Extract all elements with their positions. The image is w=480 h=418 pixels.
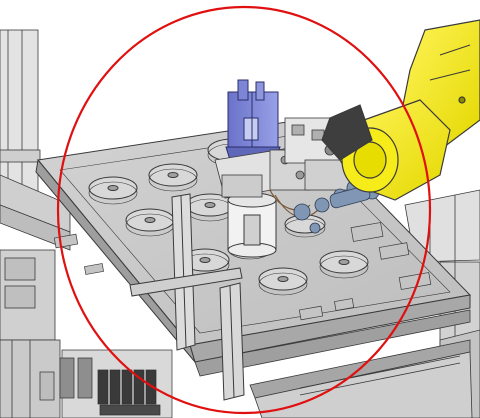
highlight-ellipse bbox=[56, 5, 432, 415]
front-posts bbox=[129, 193, 245, 401]
blue-gripper bbox=[225, 79, 281, 161]
disc-pallet bbox=[185, 193, 235, 222]
disc-pallet bbox=[180, 248, 230, 277]
plate-fixtures bbox=[53, 222, 432, 321]
disc-pallet bbox=[88, 176, 138, 205]
disc-pallet bbox=[258, 267, 308, 296]
disc-pallet bbox=[319, 250, 369, 279]
robot-arm bbox=[321, 19, 480, 201]
disc-pallet bbox=[125, 208, 175, 237]
gripper-station bbox=[227, 192, 277, 258]
gripper-tooling bbox=[214, 117, 351, 218]
control-components bbox=[39, 349, 173, 418]
disc-pallet bbox=[148, 163, 198, 192]
